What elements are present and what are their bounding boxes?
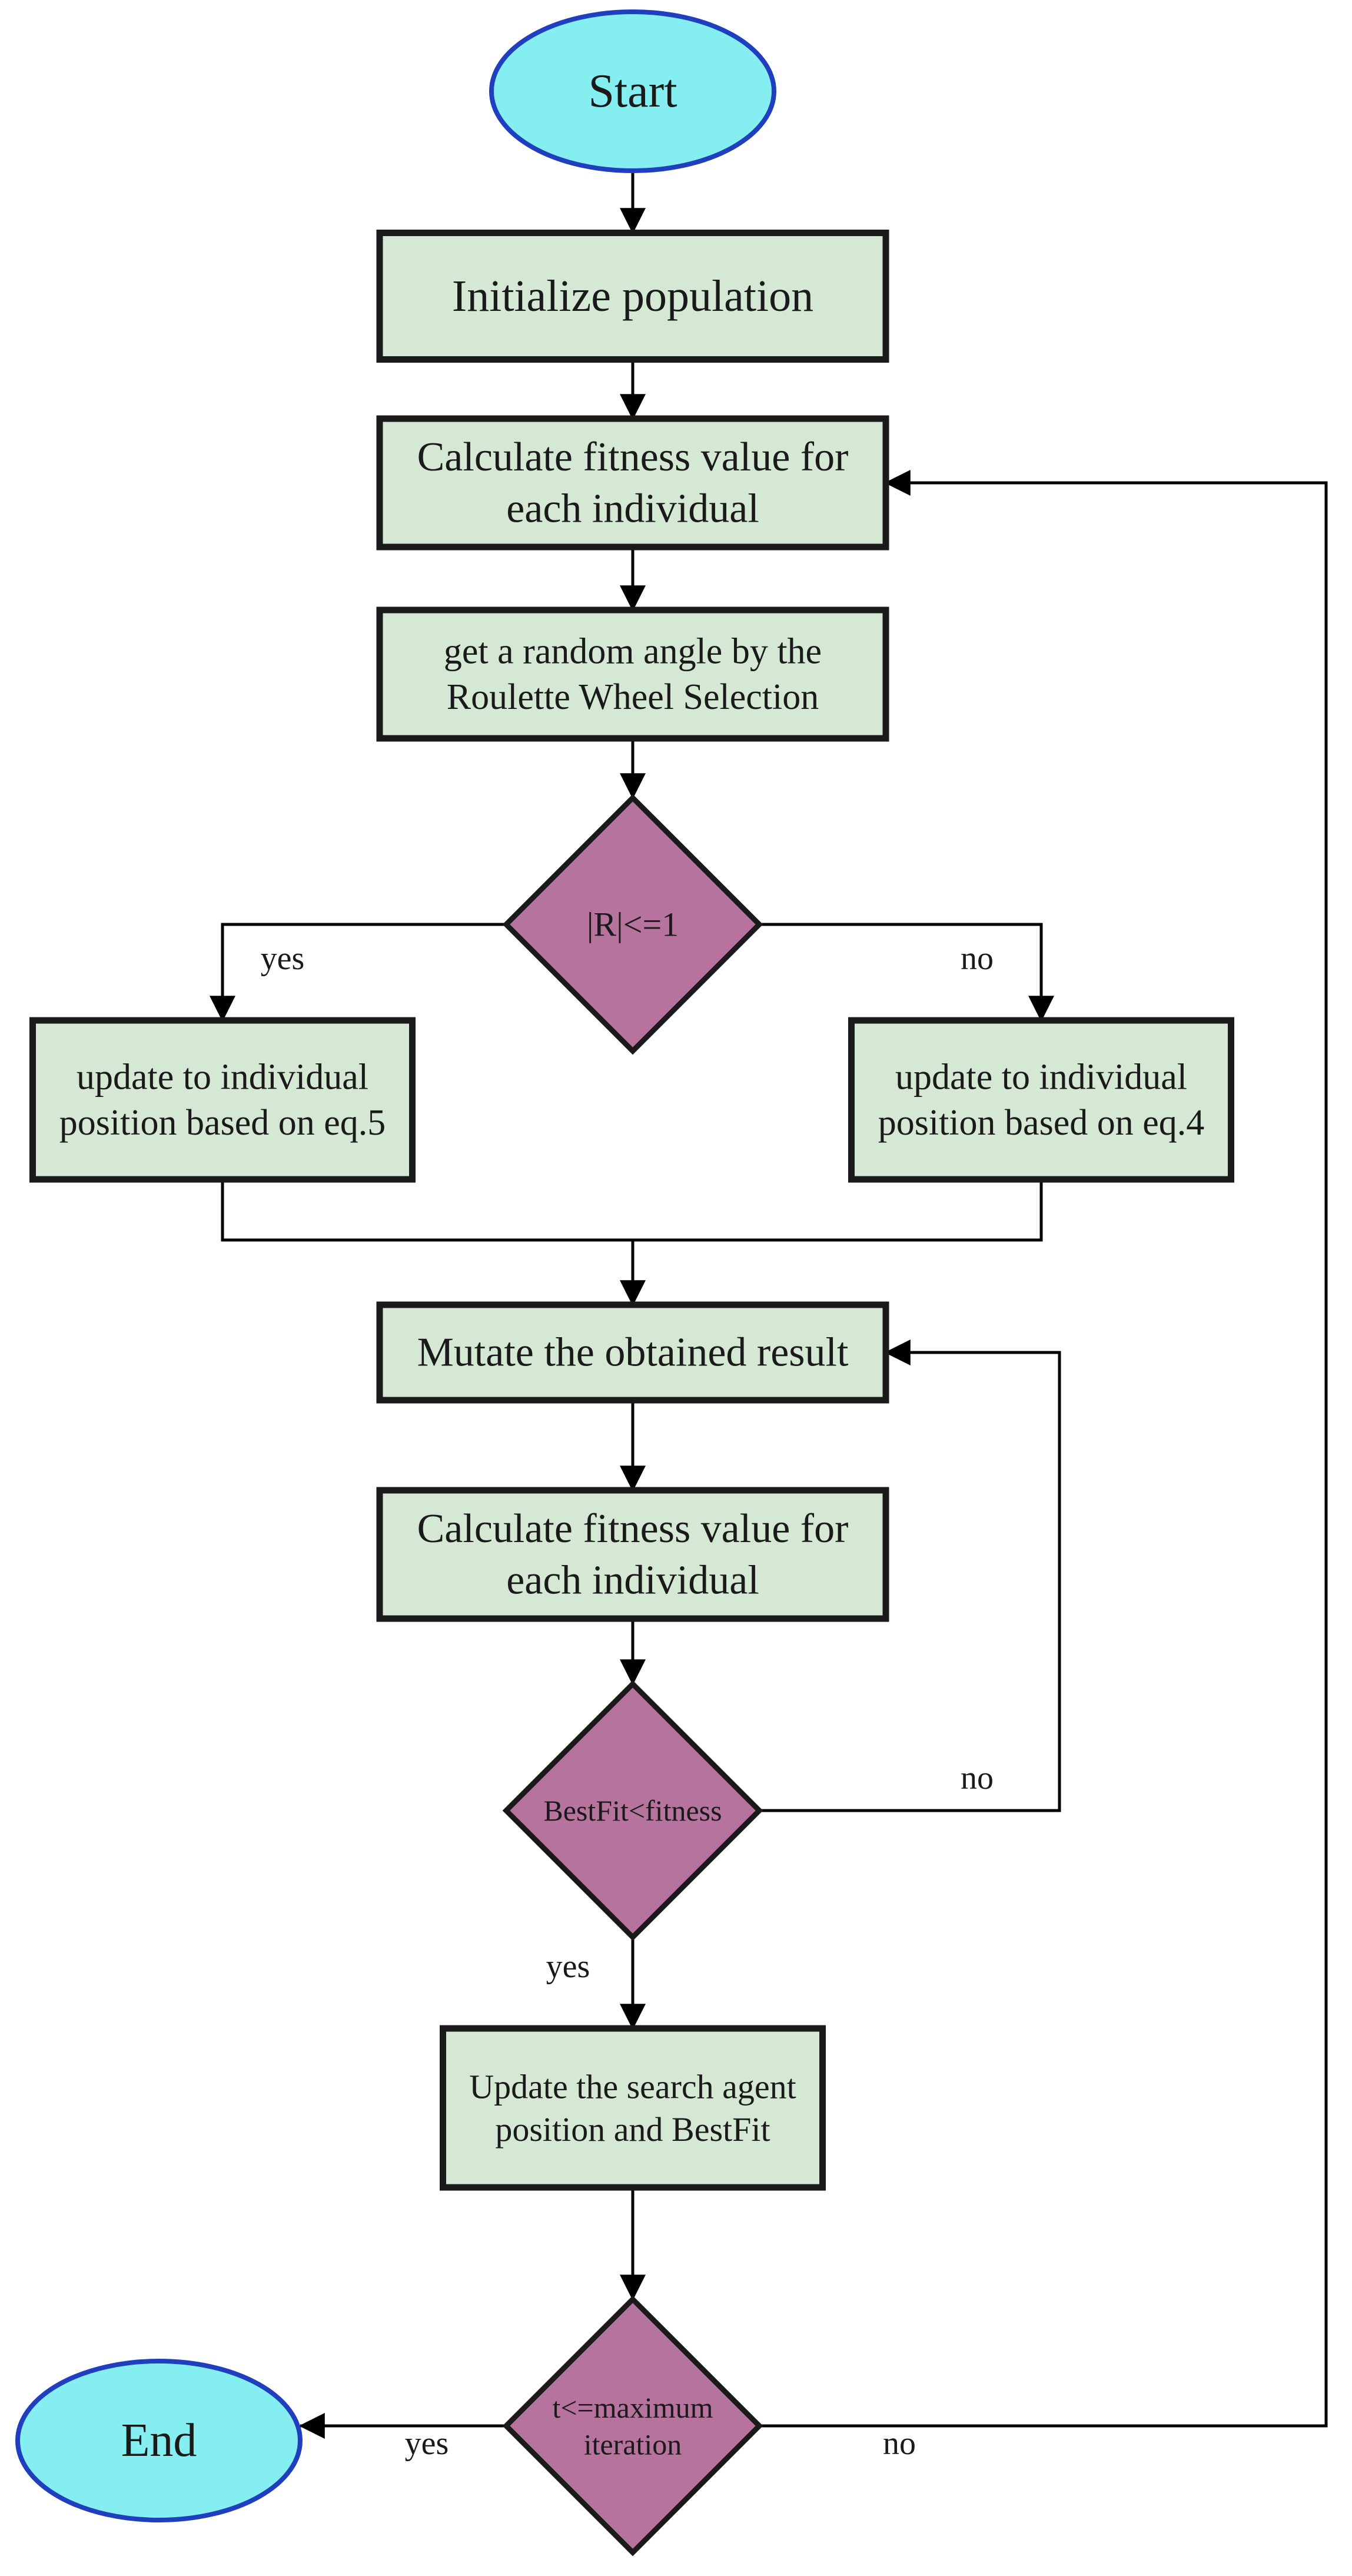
start-node: Start — [489, 9, 776, 173]
calc2-label-line-1: Calculate fitness value for — [417, 1506, 849, 1551]
edge-label-bestfit-yes: yes — [546, 1948, 590, 1985]
edge-bestfit-no-mutate — [759, 1340, 1061, 1812]
roulette-label-line-2: Roulette Wheel Selection — [447, 677, 819, 717]
edge-label-rcheck-no: no — [961, 940, 994, 977]
tcheck-diamond — [502, 2295, 763, 2557]
init-node: Initialize population — [376, 230, 889, 363]
eq5-node: update to individual position based on eq… — [29, 1017, 416, 1183]
eq4-label-line-2: position based on eq.4 — [878, 1103, 1205, 1143]
mutate-node: Mutate the obtained result — [376, 1301, 889, 1404]
eq5-box — [29, 1017, 416, 1183]
init-box — [376, 230, 889, 363]
calc2-label-line-2: each individual — [506, 1557, 759, 1603]
edge-label-rcheck-yes: yes — [261, 940, 305, 977]
edge-rcheck-eq5 — [210, 923, 506, 1022]
bestfit-node: BestFit<fitness — [502, 1680, 763, 1941]
roulette-box — [376, 606, 889, 742]
update-box — [440, 2025, 826, 2191]
tcheck-label-line-1: t<=maximum — [552, 2391, 713, 2424]
edge-rcheck-eq4 — [759, 923, 1054, 1022]
edge-eq5-merge — [221, 1179, 633, 1242]
calc1-label-line-2: each individual — [506, 486, 759, 531]
connector-labels: yes no no yes yes no — [261, 940, 994, 2462]
edge-label-tcheck-no: no — [883, 2425, 916, 2462]
roulette-label-line-1: get a random angle by the — [444, 631, 822, 671]
eq4-label-line-1: update to individual — [895, 1057, 1187, 1097]
end-ellipse — [15, 2359, 303, 2522]
edge-label-tcheck-yes: yes — [405, 2425, 449, 2462]
bestfit-diamond — [502, 1680, 763, 1941]
tcheck-node: t<=maximum iteration — [502, 2295, 763, 2557]
update-label-line-1: Update the search agent — [469, 2067, 796, 2106]
mutate-box — [376, 1301, 889, 1404]
eq4-node: update to individual position based on eq… — [848, 1017, 1234, 1183]
calc1-box — [376, 415, 889, 551]
rcheck-node: |R|<=1 — [502, 794, 763, 1055]
edge-tcheck-no-calc1 — [759, 470, 1328, 2428]
bestfit-label-line-1: BestFit<fitness — [543, 1794, 722, 1827]
init-label-line-1: Initialize population — [452, 271, 813, 321]
calc2-box — [376, 1487, 889, 1622]
calc1-node: Calculate fitness value for each individu… — [376, 415, 889, 551]
connectors — [210, 171, 1328, 2439]
eq5-label-line-2: position based on eq.5 — [59, 1103, 386, 1143]
end-label-line-1: End — [121, 2415, 197, 2466]
tcheck-label-line-2: iteration — [584, 2428, 682, 2461]
end-node: End — [15, 2359, 303, 2522]
start-label-line-1: Start — [588, 65, 677, 117]
update-node: Update the search agent position and Best… — [440, 2025, 826, 2191]
rcheck-diamond — [502, 794, 763, 1055]
calc2-node: Calculate fitness value for each individu… — [376, 1487, 889, 1622]
edge-label-bestfit-no: no — [961, 1760, 994, 1796]
mutate-label-line-1: Mutate the obtained result — [417, 1330, 849, 1375]
update-label-line-2: position and BestFit — [495, 2110, 770, 2149]
eq4-box — [848, 1017, 1234, 1183]
eq5-label-line-1: update to individual — [77, 1057, 368, 1097]
start-ellipse — [489, 9, 776, 173]
calc1-label-line-1: Calculate fitness value for — [417, 435, 849, 480]
rcheck-label-line-1: |R|<=1 — [587, 906, 679, 944]
edge-eq4-merge — [633, 1179, 1043, 1242]
